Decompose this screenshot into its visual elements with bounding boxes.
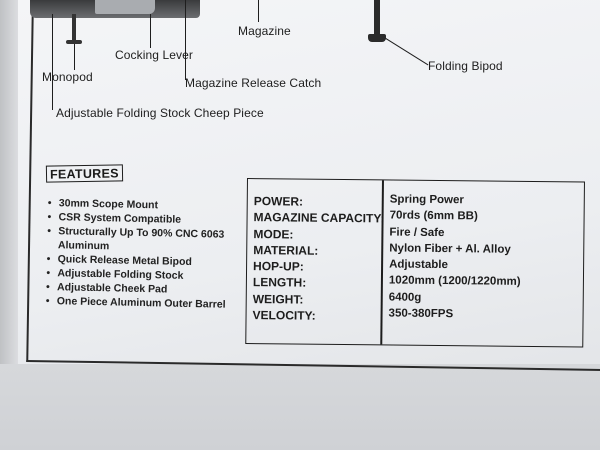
spec-label-column: POWER: MAGAZINE CAPACITY: MODE: MATERIAL…: [252, 193, 384, 325]
callout-adjustable-stock: Adjustable Folding Stock Cheep Piece: [56, 106, 264, 120]
feature-list: 30mm Scope Mount CSR System Compatible S…: [46, 196, 248, 312]
spec-value: 6400g: [388, 291, 422, 304]
callout-monopod: Monopod: [42, 70, 93, 84]
leader-line-magazine: [258, 0, 259, 22]
spec-label: MATERIAL:: [253, 242, 319, 258]
leader-line-cocking-lever: [150, 14, 151, 48]
spec-label: MAGAZINE CAPACITY:: [253, 210, 385, 226]
feature-item: Structurally Up To 90% CNC 6063 Aluminum: [47, 224, 248, 256]
spec-value: 350-380FPS: [388, 307, 454, 321]
spec-value-column: Spring Power 70rds (6mm BB) Fire / Safe …: [389, 191, 522, 323]
spec-value: 1020mm (1200/1220mm): [388, 274, 521, 289]
callout-magazine: Magazine: [238, 24, 291, 38]
spec-value: Adjustable: [389, 258, 448, 272]
bipod-foot-illustration: [368, 34, 386, 42]
spec-value: Spring Power: [389, 193, 464, 207]
callout-cocking-lever: Cocking Lever: [115, 48, 194, 62]
callout-magazine-release-catch: Magazine Release Catch: [185, 76, 322, 90]
monopod-foot-illustration: [66, 40, 82, 44]
rifle-cheek-piece-illustration: [95, 0, 155, 14]
features-heading: FEATURES: [45, 164, 123, 183]
bipod-illustration: [374, 0, 380, 38]
leader-line-release-catch: [185, 0, 186, 80]
spec-value: Fire / Safe: [389, 226, 445, 239]
monopod-illustration: [72, 14, 76, 44]
spec-label: LENGTH:: [252, 275, 307, 291]
spec-label: POWER:: [253, 194, 304, 209]
spec-label: VELOCITY:: [252, 308, 316, 323]
leader-line-stock: [52, 14, 53, 110]
specification-table: POWER: MAGAZINE CAPACITY: MODE: MATERIAL…: [245, 178, 585, 348]
page-edge-shadow: [0, 0, 22, 450]
spec-value: Nylon Fiber + Al. Alloy: [389, 242, 511, 256]
spec-value: 70rds (6mm BB): [389, 209, 478, 223]
spec-label: WEIGHT:: [252, 291, 304, 307]
leader-line-monopod: [74, 44, 75, 70]
spec-label: HOP-UP:: [253, 259, 304, 274]
callout-folding-bipod: Folding Bipod: [428, 59, 503, 73]
spec-label: MODE:: [253, 226, 294, 242]
page-bottom-margin: [0, 364, 600, 450]
